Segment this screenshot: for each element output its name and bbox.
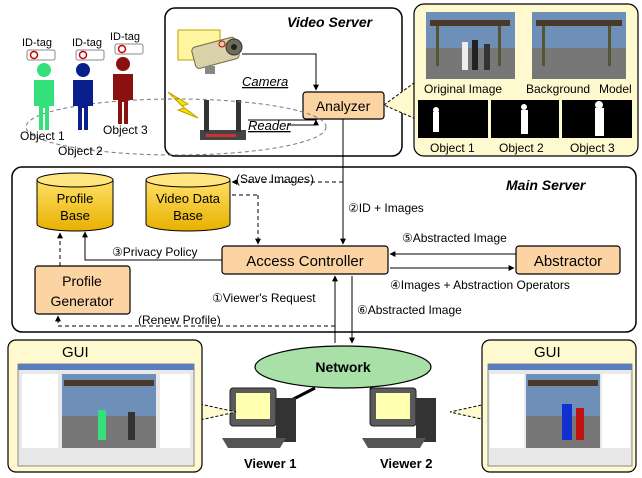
id-tag-3: ID-tag — [110, 31, 144, 55]
gui-right-screenshot — [487, 363, 633, 467]
object-1-figure — [34, 63, 54, 130]
viewer-1-label: Viewer 1 — [244, 456, 297, 471]
profile-base-line2: Base — [60, 208, 90, 223]
original-image-label: Original Image — [424, 82, 502, 96]
id-tag-1: ID-tag — [22, 37, 56, 61]
renew-profile-label: (Renew Profile) — [138, 313, 221, 327]
object-3-mask — [562, 100, 632, 138]
id-images-label: ②ID + Images — [348, 201, 424, 215]
viewer-1-computer-icon — [222, 387, 296, 448]
video-data-base-line1: Video Data — [156, 191, 221, 206]
viewer-2-label: Viewer 2 — [380, 456, 433, 471]
mask-1-label: Object 1 — [430, 141, 475, 155]
profile-base-db: Profile Base — [36, 172, 114, 232]
video-data-base-line2: Base — [173, 208, 203, 223]
id-tag-1-label: ID-tag — [22, 37, 52, 49]
analyzer-box: Analyzer — [302, 91, 385, 120]
abstractor-label: Abstractor — [534, 253, 602, 270]
video-data-base-db: Video Data Base — [145, 172, 231, 232]
reader-icon — [200, 100, 246, 140]
analysis-callout: Original Image Background Model Object 1… — [383, 3, 639, 157]
analyzer-label: Analyzer — [316, 98, 371, 114]
access-controller-box: Access Controller — [221, 245, 389, 275]
mask-2-label: Object 2 — [499, 141, 544, 155]
abstracted-image-6-label: ⑥Abstracted Image — [357, 303, 462, 317]
object-3-figure — [113, 57, 133, 124]
background-label: Background — [526, 82, 590, 96]
background-model-thumbnail — [532, 12, 626, 79]
original-image-thumbnail — [426, 12, 515, 79]
gui-right-label: GUI — [534, 344, 561, 361]
object-2-mask — [491, 100, 559, 138]
privacy-policy-label: ③Privacy Policy — [112, 245, 197, 259]
object-2-figure — [73, 63, 93, 130]
access-controller-label: Access Controller — [246, 253, 364, 270]
video-server-title: Video Server — [287, 14, 374, 30]
id-tag-2: ID-tag — [72, 37, 105, 61]
images-ops-label: ④Images + Abstraction Operators — [390, 278, 570, 292]
profile-base-line1: Profile — [57, 191, 94, 206]
save-images-label: (Save Images) — [236, 172, 314, 186]
viewer-request-label: ①Viewer's Request — [212, 291, 316, 305]
profile-generator-box: Profile Generator — [34, 265, 131, 315]
flow-arrows — [55, 119, 516, 344]
abstracted-image-5-label: ⑤Abstracted Image — [402, 231, 507, 245]
profile-generator-line1: Profile — [62, 273, 102, 289]
main-server-title: Main Server — [506, 177, 587, 193]
input-arrows — [242, 53, 319, 126]
profile-generator-line2: Generator — [50, 293, 113, 309]
object-1-mask — [418, 100, 488, 138]
object-1-label: Object 1 — [20, 129, 65, 143]
network-ellipse: Network — [254, 345, 432, 389]
model-label: Model — [599, 82, 632, 96]
reader-label: Reader — [248, 118, 291, 133]
viewer-2-computer-icon — [362, 387, 436, 448]
gui-callout-left: GUI — [7, 339, 237, 473]
camera-icon — [177, 29, 243, 74]
gui-left-label: GUI — [62, 344, 89, 361]
camera-label: Camera — [242, 74, 288, 89]
wireless-signal-icon — [167, 91, 199, 119]
id-tag-2-label: ID-tag — [72, 37, 102, 49]
abstractor-box: Abstractor — [515, 245, 621, 275]
network-label: Network — [315, 359, 370, 375]
id-tag-3-label: ID-tag — [110, 31, 140, 43]
object-2-label: Object 2 — [58, 144, 103, 158]
gui-left-screenshot — [17, 363, 195, 467]
object-3-label: Object 3 — [103, 123, 148, 137]
mask-3-label: Object 3 — [570, 141, 615, 155]
objects-group: ID-tag ID-tag ID-tag Object 1 Object 2 O… — [20, 31, 327, 158]
gui-callout-right: GUI — [449, 339, 637, 473]
